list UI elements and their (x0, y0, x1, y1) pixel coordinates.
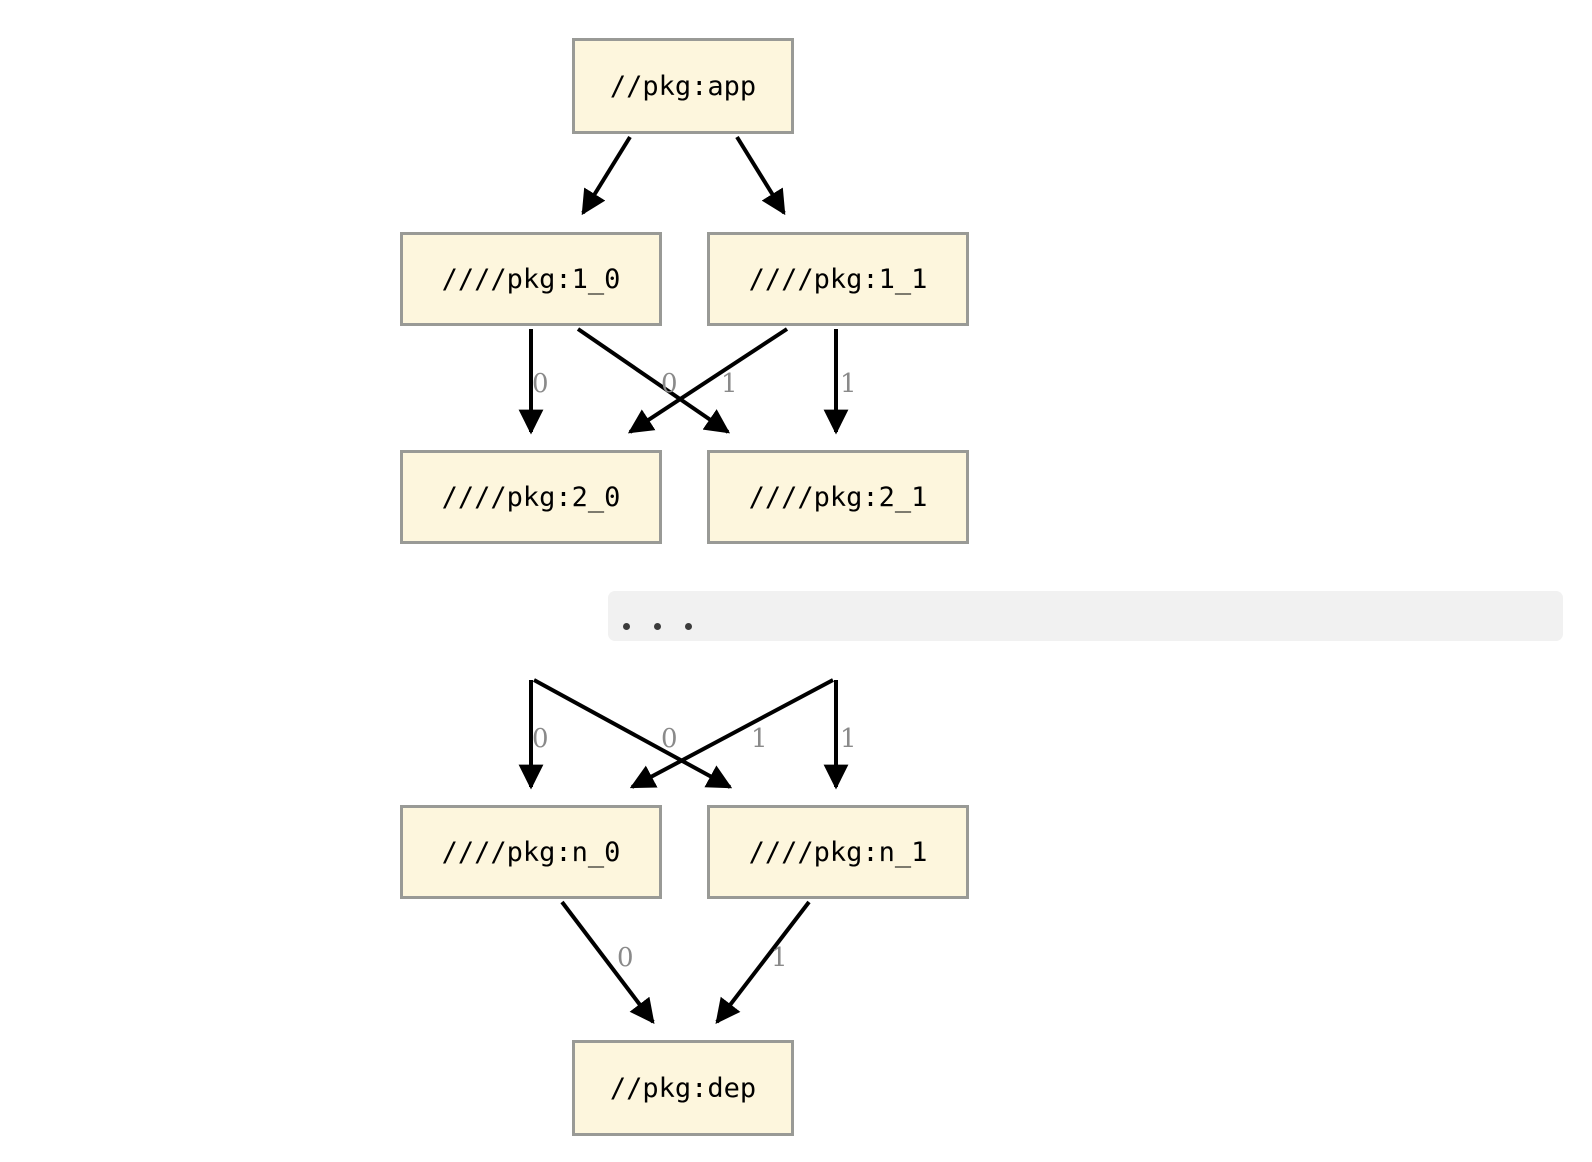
edge-label-elided2-n_1: 1 (840, 724, 857, 754)
edge-label-elided-n_1: 0 (661, 724, 678, 754)
ellipsis-dot (685, 622, 692, 630)
node-label: //pkg:app (609, 70, 757, 102)
node-dep[interactable]: //pkg:dep (572, 1040, 794, 1136)
edge-1_1-to-2_0 (627, 327, 789, 434)
edge-label-elided2-n_0: 1 (751, 724, 768, 754)
edge-n_0-to-dep (560, 900, 655, 1024)
edge-label-1_0-2_0: 0 (532, 369, 549, 399)
edge-label-1_0-2_1: 0 (661, 369, 678, 399)
edge-app-to-1_1 (735, 135, 786, 216)
edge-label-n_1-dep: 1 (771, 943, 788, 973)
ellipsis-icon (623, 622, 716, 630)
ellipsis-dot (623, 622, 630, 630)
node-label: ////pkg:1_1 (748, 263, 928, 295)
edge-label-1_1-2_0: 1 (721, 369, 738, 399)
edge-label-elided-n_0: 0 (532, 724, 549, 754)
edge-label-1_1-2_1: 1 (840, 369, 857, 399)
node-pkg-2-1[interactable]: ////pkg:2_1 (707, 450, 969, 544)
edge-elided-to-n_1 (533, 678, 733, 789)
node-label: ////pkg:2_0 (441, 481, 621, 513)
node-label: ////pkg:n_1 (748, 836, 928, 868)
node-pkg-1-0[interactable]: ////pkg:1_0 (400, 232, 662, 326)
edge-label-n_0-dep: 0 (617, 943, 634, 973)
node-label: ////pkg:n_0 (441, 836, 621, 868)
node-app[interactable]: //pkg:app (572, 38, 794, 134)
edge-n_1-to-dep (715, 900, 811, 1024)
ellipsis-dot (654, 622, 661, 630)
node-pkg-n-0[interactable]: ////pkg:n_0 (400, 805, 662, 899)
node-pkg-n-1[interactable]: ////pkg:n_1 (707, 805, 969, 899)
edge-1_0-to-2_1 (576, 327, 731, 434)
node-pkg-1-1[interactable]: ////pkg:1_1 (707, 232, 969, 326)
edge-app-to-1_0 (581, 135, 632, 216)
node-pkg-2-0[interactable]: ////pkg:2_0 (400, 450, 662, 544)
node-label: //pkg:dep (609, 1072, 757, 1104)
node-label: ////pkg:2_1 (748, 481, 928, 513)
node-label: ////pkg:1_0 (441, 263, 621, 295)
elision-band[interactable] (608, 591, 1563, 641)
